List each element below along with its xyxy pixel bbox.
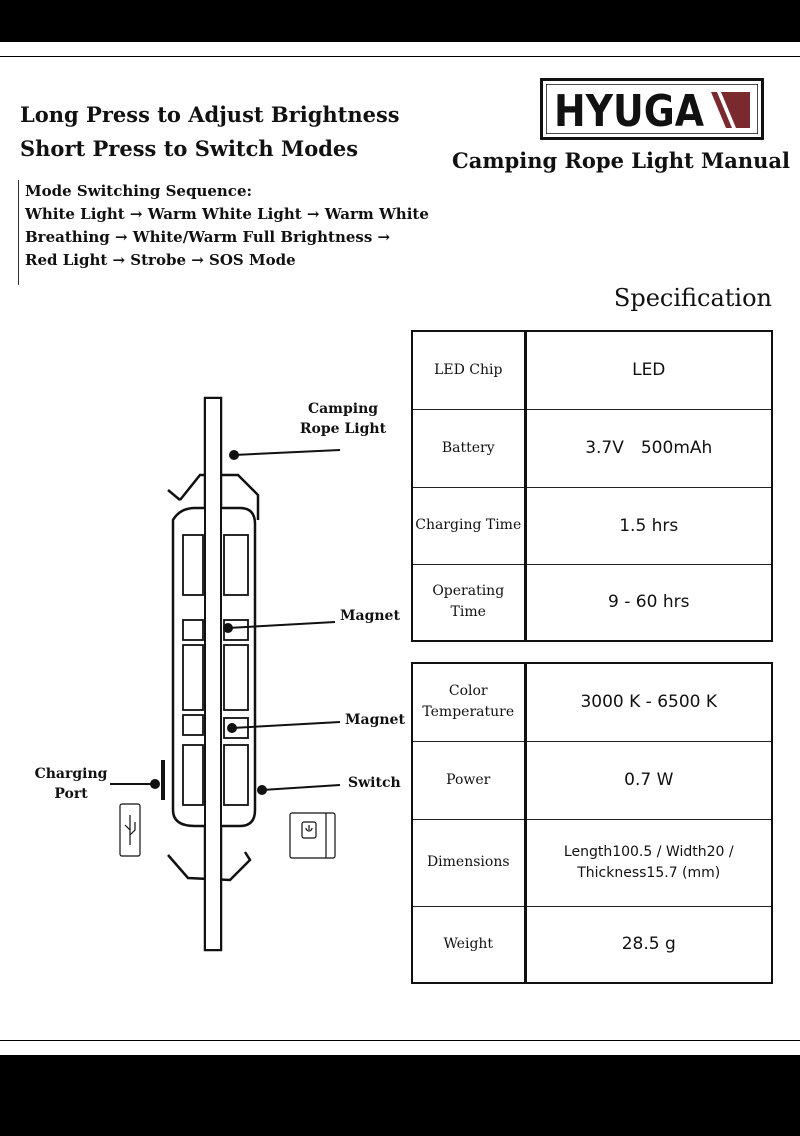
spec-value: Length100.5 / Width20 / Thickness15.7 (m… — [524, 818, 773, 907]
divider — [0, 1040, 800, 1041]
spec-key: LED Chip — [411, 330, 527, 410]
spec-value: 0.7 W — [524, 740, 773, 820]
top-bar — [0, 0, 800, 42]
spec-key: Charging Time — [411, 486, 527, 565]
spec-value: 28.5 g — [524, 905, 773, 984]
svg-text:HYUGA: HYUGA — [554, 86, 704, 134]
manual-title: Camping Rope Light Manual — [452, 148, 790, 173]
label-rope-light: Camping Rope Light — [299, 401, 387, 437]
leader-lines — [110, 449, 341, 795]
label-switch: Switch — [348, 775, 401, 791]
spec-value: 9 - 60 hrs — [524, 563, 773, 642]
spec-value: LED — [524, 330, 773, 410]
label-charging-port: Charging Port — [34, 766, 108, 802]
spec-value: 3.7V 500mAh — [524, 408, 773, 488]
sequence-line: White Light → Warm White Light → Warm Wh… — [25, 205, 429, 223]
spec-heading: Specification — [613, 284, 772, 312]
instruction-short-press: Short Press to Switch Modes — [20, 136, 359, 161]
sequence-line: Breathing → White/Warm Full Brightness → — [25, 228, 391, 246]
sequence-line: Red Light → Strobe → SOS Mode — [25, 251, 296, 269]
spec-value: 3000 K - 6500 K — [524, 662, 773, 742]
brand-logo: HYUGA — [540, 78, 764, 140]
usb-icon — [119, 803, 141, 857]
mode-sequence: Mode Switching Sequence: White Light → W… — [18, 180, 429, 285]
spec-key: Operating Time — [411, 563, 527, 642]
divider — [0, 56, 800, 57]
label-magnet: Magnet — [340, 608, 400, 624]
bottom-bar — [0, 1055, 800, 1136]
spec-value: 1.5 hrs — [524, 486, 773, 565]
rope-light-diagram — [110, 396, 341, 952]
spec-key: Color Temperature — [411, 662, 527, 742]
instruction-long-press: Long Press to Adjust Brightness — [20, 102, 400, 127]
sequence-heading: Mode Switching Sequence: — [25, 182, 253, 200]
label-magnet: Magnet — [345, 712, 405, 728]
spec-key: Dimensions — [411, 818, 527, 907]
spec-key: Battery — [411, 408, 527, 488]
spec-key: Power — [411, 740, 527, 820]
power-switch-icon — [289, 812, 336, 859]
spec-key: Weight — [411, 905, 527, 984]
